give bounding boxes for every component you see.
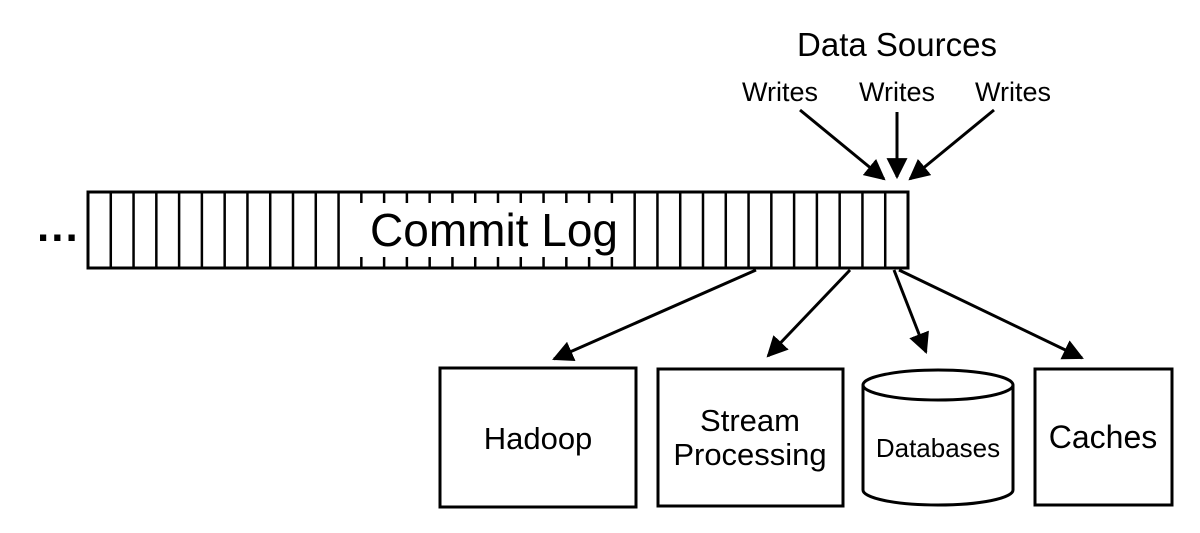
caches-label: Caches	[1049, 419, 1158, 455]
write-arrow-left	[799, 108, 886, 181]
databases-cylinder-body	[861, 385, 1015, 507]
consumer-arrow-databases	[892, 269, 929, 354]
write-arrow-right	[908, 108, 995, 181]
databases-cylinder-top	[861, 368, 1015, 402]
consumer-arrow-stream-processing	[766, 268, 852, 358]
databases-label: Databases	[876, 433, 1000, 463]
stream-processing-box	[656, 367, 845, 508]
writes-label-2: Writes	[859, 77, 935, 107]
hadoop-label: Hadoop	[484, 421, 593, 456]
log-segment-dividers	[109, 192, 887, 268]
writes-label-3: Writes	[975, 77, 1051, 107]
log-ellipsis: ...	[37, 202, 80, 251]
writes-label-1: Writes	[742, 77, 818, 107]
stream-processing-label-line1: Stream	[700, 403, 800, 438]
consumer-arrow-caches	[898, 268, 1084, 360]
commit-log-label: Commit Log	[370, 204, 618, 256]
data-sources-title: Data Sources	[797, 26, 997, 63]
hadoop-box	[438, 366, 638, 509]
stream-processing-label-line2: Processing	[673, 437, 826, 472]
caches-box	[1033, 367, 1174, 507]
consumer-arrow-hadoop	[552, 268, 757, 361]
